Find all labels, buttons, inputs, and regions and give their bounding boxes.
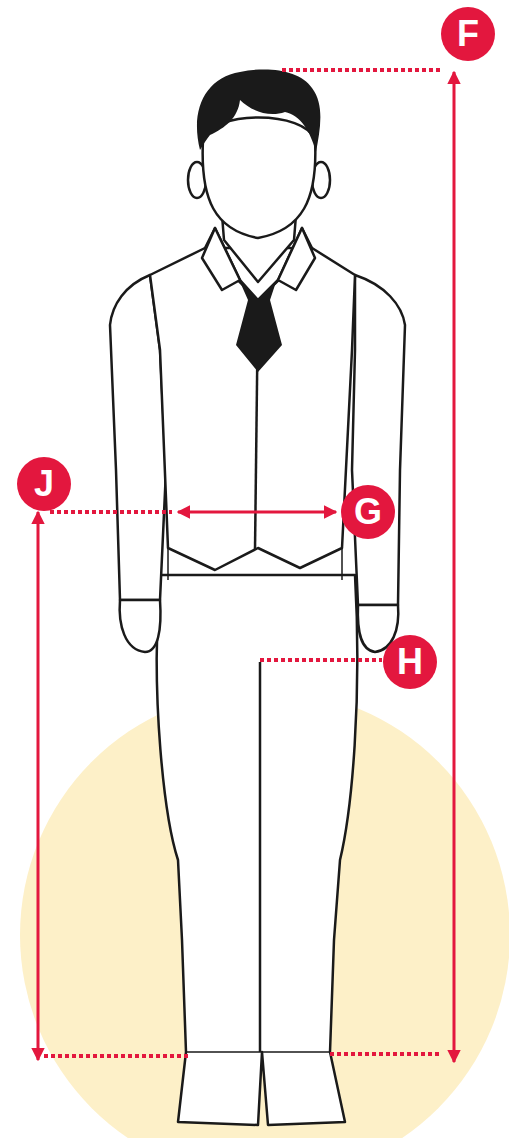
callout-letter: F bbox=[441, 7, 495, 61]
tie bbox=[236, 282, 282, 372]
measure-lines bbox=[38, 70, 454, 1062]
callout-letter: H bbox=[383, 635, 437, 689]
figure bbox=[110, 118, 405, 1126]
hair bbox=[197, 69, 320, 152]
callout-letter: J bbox=[17, 457, 71, 511]
callout-letter: G bbox=[341, 485, 395, 539]
